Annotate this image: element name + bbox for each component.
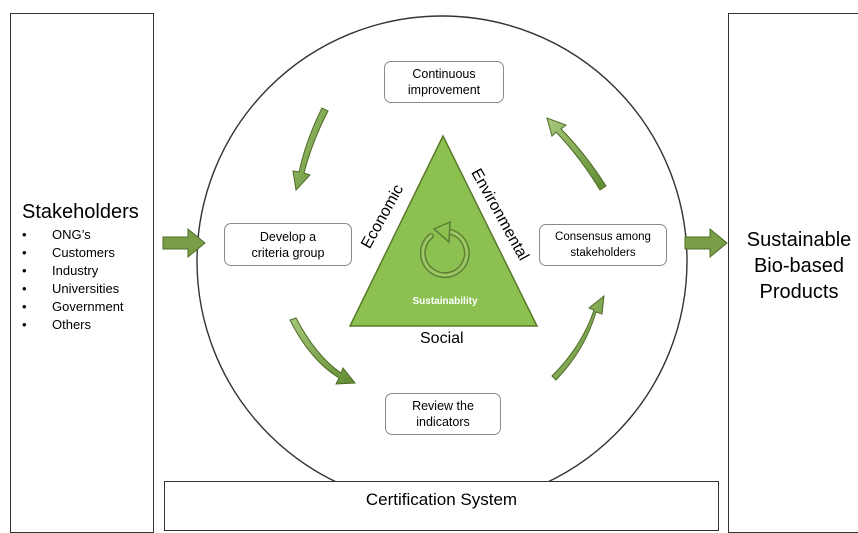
stakeholder-item: Industry (22, 262, 124, 280)
stakeholder-item: Customers (22, 244, 124, 262)
stakeholder-item: Others (22, 316, 124, 334)
certification-label: Certification System (365, 490, 518, 509)
stakeholders-list: ONG’s Customers Industry Universities Go… (22, 226, 124, 334)
products-title-text: Sustainable Bio-based Products (746, 229, 852, 303)
cycle-icon (419, 220, 470, 279)
develop-criteria-box: Develop a criteria group (224, 223, 352, 266)
consensus-box: Consensus among stakeholders (539, 224, 667, 266)
sustainability-label: Sustainability (412, 296, 478, 307)
arrow-criteria-to-review (289, 317, 356, 385)
arrow-improvement-to-criteria (292, 107, 329, 192)
review-indicators-box: Review the indicators (385, 393, 501, 435)
products-panel (728, 13, 858, 533)
input-arrow (162, 227, 206, 259)
stakeholder-item: ONG’s (22, 226, 124, 244)
continuous-improvement-box: Continuous improvement (384, 61, 504, 103)
arrow-consensus-to-improvement (546, 117, 607, 191)
stakeholders-title: Stakeholders (22, 201, 139, 223)
social-label: Social (420, 330, 464, 347)
products-title: Sustainable Bio-based Products (740, 227, 858, 305)
stakeholder-item: Universities (22, 280, 124, 298)
arrow-review-to-consensus (551, 294, 605, 381)
stakeholder-item: Government (22, 298, 124, 316)
certification-box: Certification System (164, 481, 719, 531)
output-arrow (684, 227, 728, 259)
